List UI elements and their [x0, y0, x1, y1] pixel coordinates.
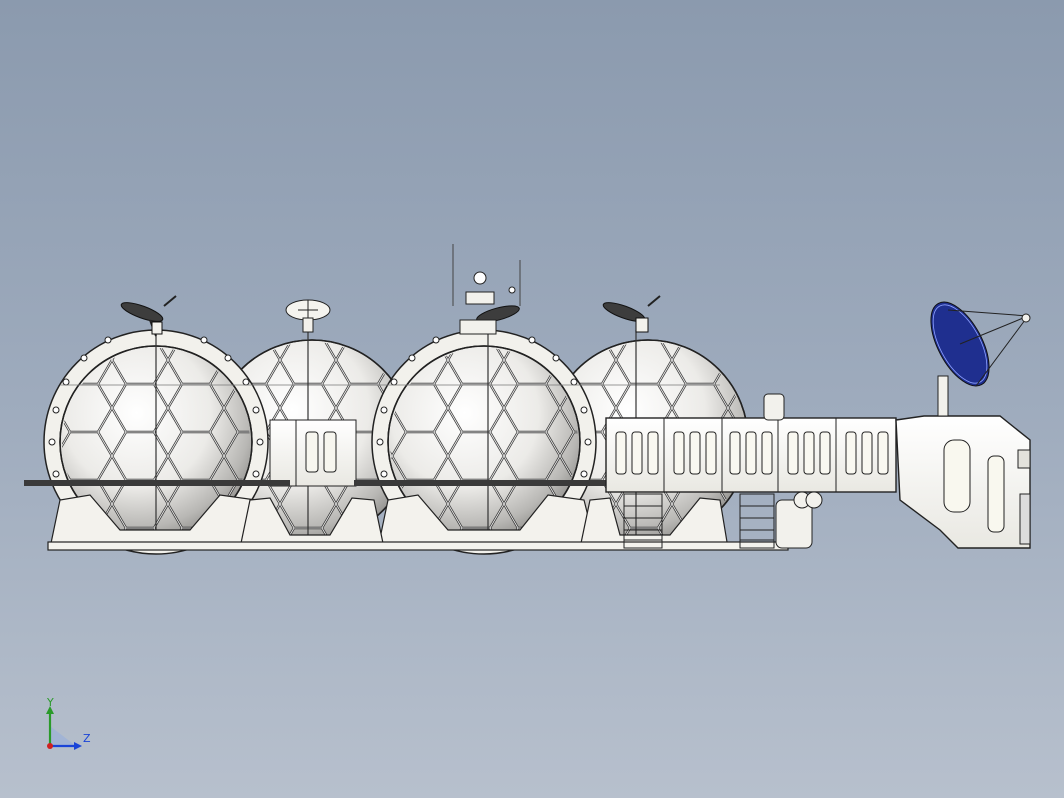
- dish-on-sphere-3: [452, 244, 521, 335]
- tank-cluster: [763, 393, 823, 549]
- triad-y-label: Y: [47, 696, 54, 709]
- coordinate-triad: Y Z: [40, 696, 100, 760]
- dish-on-sphere-4: [602, 295, 661, 333]
- habitat-sphere-3: [371, 329, 597, 555]
- dish-on-sphere-2: [285, 299, 331, 333]
- base-cradles: [47, 494, 789, 551]
- corridor-module: [605, 417, 897, 493]
- ladders: [623, 493, 775, 549]
- deck-platform: [24, 480, 622, 486]
- dish-on-sphere-1: [120, 295, 177, 337]
- connector-module-1: [269, 419, 301, 487]
- end-module: [895, 415, 1031, 549]
- triad-z-label: Z: [83, 732, 91, 745]
- triad-axes: [46, 706, 82, 750]
- connector-module-2: [295, 419, 357, 487]
- satellite-dish-large: [930, 301, 1031, 417]
